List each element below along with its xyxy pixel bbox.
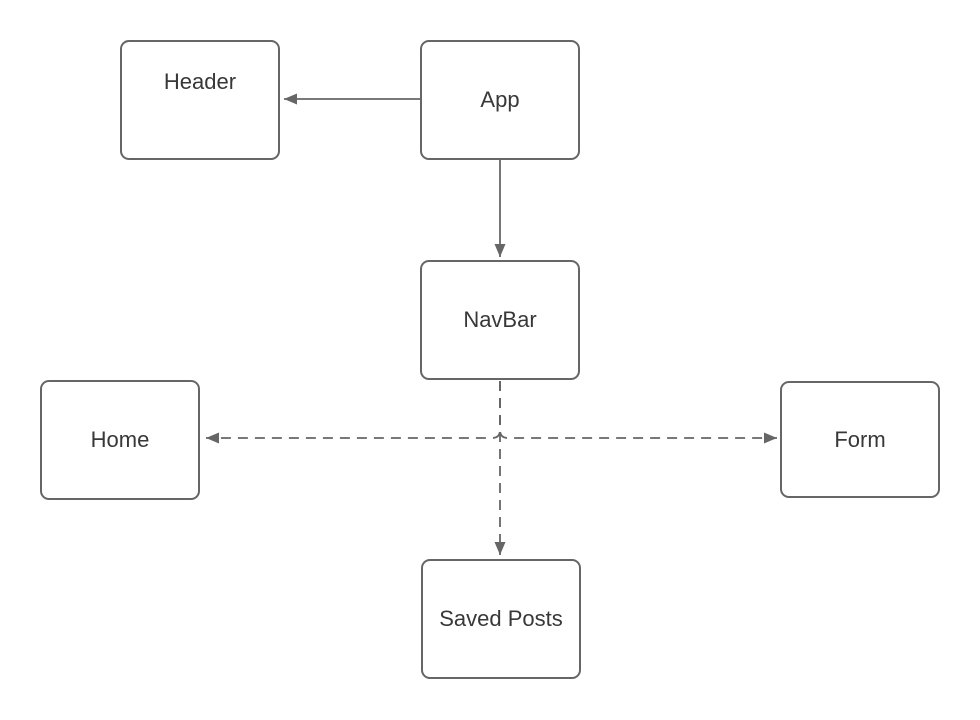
node-home[interactable]: Home	[40, 380, 200, 500]
node-form-label: Form	[834, 426, 886, 452]
node-header[interactable]: Header	[120, 40, 280, 160]
edge-navbar-home[interactable]	[206, 381, 501, 444]
node-saved-posts-label: Saved Posts	[439, 606, 563, 631]
node-navbar[interactable]: NavBar	[420, 260, 580, 380]
node-saved-posts[interactable]: Saved Posts	[421, 559, 581, 679]
edge-navbar-form[interactable]	[499, 381, 777, 444]
node-form[interactable]: Form	[780, 381, 940, 498]
node-home-label: Home	[90, 427, 150, 452]
node-app[interactable]: App	[420, 40, 580, 160]
node-navbar-label: NavBar	[463, 307, 537, 332]
node-app-label: App	[480, 87, 520, 112]
node-header-label: Header	[163, 69, 237, 94]
